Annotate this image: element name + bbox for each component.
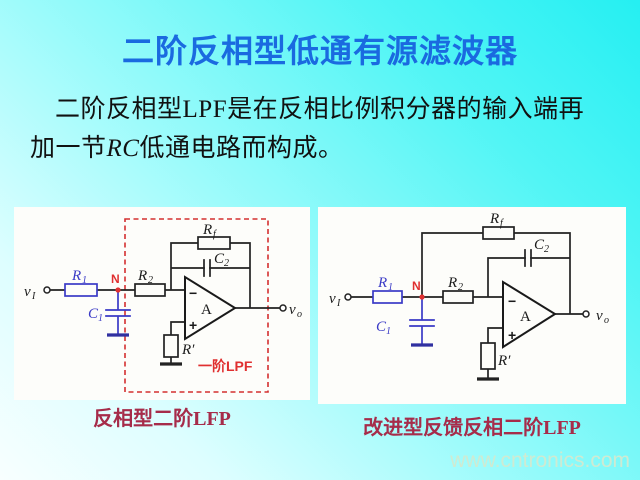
label-node-n: N	[412, 279, 421, 293]
body-line1-pre: 二阶反相型	[55, 96, 183, 123]
label-c2: C	[214, 251, 225, 267]
label-rprime: R′	[181, 342, 195, 358]
opamp-triangle	[502, 280, 557, 349]
label-rf: R	[202, 222, 212, 238]
input-terminal	[344, 293, 352, 301]
capacitor-c1	[105, 289, 131, 335]
label-r1: R	[71, 268, 81, 284]
circuit-diagram-right: v I R 1 N C 1 R 2 R f C 2 − + A R′ v o	[329, 211, 609, 381]
opamp-triangle	[184, 275, 237, 341]
opamp-minus-sign: −	[189, 285, 197, 301]
node-n-dot	[115, 287, 121, 293]
label-c1: C	[376, 319, 387, 335]
label-vout: v	[289, 302, 296, 318]
opamp-gain-label: A	[520, 309, 531, 325]
label-node-n: N	[111, 272, 120, 286]
resistor-rprime	[163, 334, 179, 358]
circuit-panel-left: v I R 1 N C 1 R 2 R f C 2 − + A R′ 一阶LPF…	[14, 207, 310, 400]
label-c2: C	[534, 237, 545, 253]
body-lpf-abbrev: LPF	[182, 96, 228, 123]
circuit-panel-right: v I R 1 N C 1 R 2 R f C 2 − + A R′ v o	[318, 207, 626, 404]
first-order-lpf-label: 一阶LPF	[198, 358, 253, 374]
opamp-minus-sign: −	[508, 293, 516, 309]
label-r1: R	[377, 275, 387, 291]
label-vin-sub: I	[31, 291, 36, 302]
label-c1-sub: 1	[386, 326, 391, 337]
resistor-rprime	[480, 342, 496, 370]
label-r1-sub: 1	[388, 282, 393, 293]
capacitor-c2	[203, 259, 211, 277]
label-c1: C	[88, 306, 99, 322]
label-rprime: R′	[497, 353, 511, 369]
body-line2-pre: 加一节	[30, 135, 107, 162]
label-rf-sub: f	[500, 218, 504, 229]
label-c2-sub: 2	[544, 244, 549, 255]
watermark: www.cntronics.com	[450, 449, 630, 472]
node-n-dot	[419, 294, 425, 300]
resistor-r1	[372, 290, 403, 304]
opamp-plus-sign: +	[508, 327, 516, 343]
capacitor-c2	[524, 249, 532, 267]
label-vin: v	[24, 284, 31, 300]
body-line1-post: 是在反相比例积分器的输入端再	[227, 96, 585, 123]
input-terminal	[43, 286, 51, 294]
caption-left: 反相型二阶LFP	[93, 408, 231, 430]
slide-title: 二阶反相型低通有源滤波器	[121, 33, 518, 69]
opamp-gain-label: A	[201, 302, 212, 318]
output-terminal	[279, 304, 287, 312]
label-c2-sub: 2	[224, 258, 229, 269]
label-r2: R	[137, 268, 147, 284]
label-vout-sub: o	[297, 309, 302, 320]
label-r2-sub: 2	[148, 275, 153, 286]
label-r2-sub: 2	[458, 282, 463, 293]
resistor-rf	[482, 226, 515, 240]
body-rc-abbrev: RC	[106, 135, 140, 162]
first-order-lpf-dashed-box	[124, 218, 269, 393]
resistor-rf	[197, 236, 231, 250]
label-r2: R	[447, 275, 457, 291]
label-vin: v	[329, 291, 336, 307]
output-terminal	[582, 310, 590, 318]
resistor-r2	[134, 283, 166, 297]
capacitor-c1	[409, 296, 435, 344]
label-rf-sub: f	[213, 229, 217, 240]
resistor-r2	[442, 290, 474, 304]
label-rf: R	[489, 211, 499, 227]
opamp-plus-sign: +	[189, 317, 197, 333]
label-c1-sub: 1	[98, 313, 103, 324]
resistor-r1	[64, 283, 98, 297]
label-r1-sub: 1	[82, 275, 87, 286]
body-paragraph: 二阶反相型LPF是在反相比例积分器的输入端再加一节RC低通电路而构成。	[30, 90, 616, 168]
label-vout: v	[596, 308, 603, 324]
label-vin-sub: I	[336, 298, 341, 309]
circuit-diagram-left: v I R 1 N C 1 R 2 R f C 2 − + A R′ 一阶LPF…	[24, 218, 302, 393]
caption-right: 改进型反馈反相二阶LFP	[363, 417, 581, 439]
label-vout-sub: o	[604, 315, 609, 326]
body-line2-post: 低通电路而构成。	[139, 135, 344, 162]
